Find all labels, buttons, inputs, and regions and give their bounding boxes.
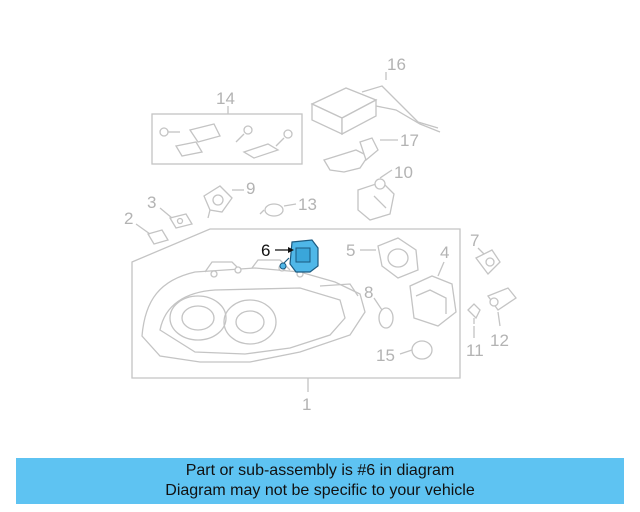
callout-3[interactable]: 3: [147, 193, 156, 212]
callout-2[interactable]: 2: [124, 209, 133, 228]
leader-line-7: [477, 247, 485, 255]
callout-4[interactable]: 4: [440, 243, 449, 262]
part-3-clip[interactable]: [168, 213, 194, 229]
part-12-socket[interactable]: [486, 287, 517, 311]
callout-15[interactable]: 15: [376, 346, 395, 365]
part-2-clip[interactable]: [147, 229, 169, 245]
callout-16[interactable]: 16: [387, 55, 406, 74]
leader-line-8: [373, 297, 383, 311]
diagram-caption: Part or sub-assembly is #6 in diagram Di…: [16, 458, 624, 504]
callout-10[interactable]: 10: [394, 163, 413, 182]
callout-9[interactable]: 9: [246, 179, 255, 198]
callout-11[interactable]: 11: [466, 341, 484, 360]
leader-line-2: [135, 223, 151, 235]
headlamp-assembly-frame: [131, 228, 461, 379]
leader-line-4: [437, 261, 445, 277]
part-14-kit-box: [151, 113, 303, 165]
leader-line-10: [379, 169, 393, 179]
part-7-bulb[interactable]: [475, 249, 501, 275]
caption-disclaimer-line: Diagram may not be specific to your vehi…: [165, 482, 475, 499]
callout-1[interactable]: 1: [302, 395, 311, 414]
part-10-igniter[interactable]: [357, 178, 395, 221]
arrow-6-icon: [288, 247, 294, 253]
headlamp-housing: [141, 259, 366, 363]
part-17-bracket[interactable]: [323, 137, 379, 173]
part-13-bulb[interactable]: [259, 203, 284, 217]
part-4-bracket[interactable]: [409, 275, 457, 327]
caption-part-line: Part or sub-assembly is #6 in diagram: [185, 462, 455, 479]
callout-12[interactable]: 12: [490, 331, 509, 350]
part-9-bulb[interactable]: [203, 185, 233, 219]
callout-13[interactable]: 13: [298, 195, 317, 214]
leader-line-3: [159, 207, 173, 219]
leader-line-13: [283, 203, 297, 207]
leader-line-12: [497, 311, 501, 327]
leader-line-15: [399, 349, 413, 355]
part-6-leveling-motor[interactable]: [279, 239, 319, 273]
callout-6[interactable]: 6: [261, 241, 270, 260]
callout-8[interactable]: 8: [364, 283, 373, 302]
part-16-control-module[interactable]: [310, 85, 441, 136]
callout-7[interactable]: 7: [470, 231, 479, 250]
part-5-cap[interactable]: [377, 237, 419, 279]
parts-diagram: 1 6 16 14: [124, 55, 517, 414]
part-14-hardware: [159, 123, 293, 159]
callout-17[interactable]: 17: [400, 131, 419, 150]
callout-5[interactable]: 5: [346, 241, 355, 260]
part-8-seal-ring[interactable]: [378, 307, 394, 329]
part-11-bulb[interactable]: [467, 303, 481, 324]
part-15-cap[interactable]: [411, 340, 433, 360]
callout-14[interactable]: 14: [216, 89, 235, 108]
